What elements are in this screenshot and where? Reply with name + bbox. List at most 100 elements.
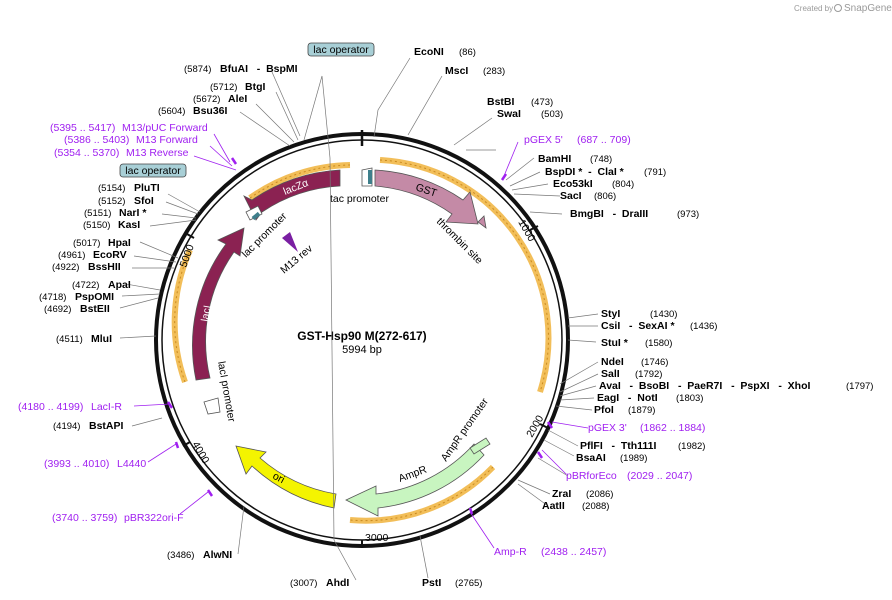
site-pos: (3486) — [167, 550, 194, 561]
site-csii-sexai[interactable]: CsiI - SexAI * (1436) — [601, 320, 717, 332]
site-pfoi[interactable]: PfoI (1879) — [594, 404, 655, 416]
site-bstbi[interactable]: BstBI (473) — [487, 96, 553, 108]
site-pflfi-tth111i[interactable]: PflFI - Tth111I (1982) — [580, 440, 705, 452]
site-saci[interactable]: SacI (806) — [560, 190, 616, 202]
site-psti[interactable]: PstI (2765) — [422, 577, 482, 589]
primer-name: pBR322ori-F — [124, 512, 184, 524]
primer-range: (5354 .. 5370) — [54, 147, 119, 159]
site-bfuai-bspmi[interactable]: (5874) BfuAI - BspMI — [184, 63, 298, 75]
laci-promoter-label: lacI promoter — [215, 360, 238, 423]
site-alei[interactable]: (5672) AleI — [193, 93, 247, 105]
orf-gst-highlight — [379, 157, 552, 393]
site-btgi[interactable]: (5712) BtgI — [210, 81, 265, 93]
site-sali[interactable]: SalI (1792) — [601, 368, 662, 380]
lac-operator-mark — [251, 211, 261, 221]
site-name: AlwNI — [203, 549, 232, 561]
site-pos: (5152) — [98, 196, 125, 207]
primer-pbr322ori-f[interactable]: (3740 .. 3759) pBR322ori-F — [52, 512, 184, 524]
site-pos: (804) — [612, 179, 634, 190]
site-bsaai[interactable]: BsaAI (1989) — [576, 452, 647, 464]
feature-gst[interactable] — [374, 169, 479, 225]
primer-laci-r[interactable]: (4180 .. 4199) LacI-R — [18, 401, 122, 413]
site-econi[interactable]: EcoNI (86) — [414, 46, 476, 58]
site-bamhi[interactable]: BamHI (748) — [538, 153, 612, 165]
site-pos: (5151) — [84, 208, 111, 219]
site-eagi-noti[interactable]: EagI - NotI (1803) — [597, 392, 703, 404]
site-ahdi[interactable]: (3007) AhdI — [290, 577, 349, 589]
site-bsshii[interactable]: (4922) BssHII — [52, 261, 121, 273]
site-pos: (1803) — [676, 393, 703, 404]
feature-ampr[interactable] — [345, 443, 485, 517]
site-hpai[interactable]: (5017) HpaI — [73, 237, 131, 249]
primer-m13-reverse[interactable]: (5354 .. 5370) M13 Reverse — [54, 147, 189, 159]
site-pos: (86) — [459, 47, 476, 58]
site-mlui[interactable]: (4511) MluI — [56, 333, 112, 345]
site-bspdi-clai[interactable]: BspDI * - ClaI * (791) — [545, 166, 666, 178]
site-pos: (5672) — [193, 94, 220, 105]
site-name: BmgBI - DraIII — [570, 208, 648, 220]
tick-marks — [182, 225, 549, 548]
site-bstapi[interactable]: (4194) BstAPI — [53, 420, 124, 432]
site-bsu36i[interactable]: (5604) Bsu36I — [158, 105, 228, 117]
tick-label-3000: 3000 — [365, 532, 389, 544]
primer-amp-r[interactable]: Amp-R (2438 .. 2457) — [494, 546, 606, 558]
site-kasi[interactable]: (5150) KasI — [83, 219, 140, 231]
site-name: EagI - NotI — [597, 392, 658, 404]
orf-highlights-inner — [174, 159, 549, 522]
operator-box-left[interactable]: lac operator — [119, 163, 187, 178]
primer-l4440[interactable]: (3993 .. 4010) L4440 — [44, 458, 146, 470]
site-sfoi[interactable]: (5152) SfoI — [98, 195, 154, 207]
site-name: HpaI — [108, 237, 131, 249]
site-pos: (2086) — [586, 489, 613, 500]
primer-m13-puc-forward[interactable]: (5395 .. 5417) M13/pUC Forward — [50, 122, 208, 134]
site-name: MscI — [445, 65, 468, 77]
primer-name: M13 Reverse — [126, 147, 189, 159]
site-eco53ki[interactable]: Eco53kI (804) — [553, 178, 634, 190]
site-ndei[interactable]: NdeI (1746) — [601, 356, 668, 368]
site-name: BamHI — [538, 153, 571, 165]
primer-pgex3[interactable]: pGEX 3' (1862 .. 1884) — [588, 422, 705, 434]
m13-rev-label: M13 rev — [278, 242, 315, 276]
site-aatii[interactable]: AatII (2088) — [542, 500, 609, 512]
primer-name: L4440 — [117, 458, 146, 470]
site-pos: (1797) — [846, 381, 873, 392]
site-name: PspOMI — [75, 291, 114, 303]
site-apai[interactable]: (4722) ApaI — [72, 279, 131, 291]
ampr-promoter-arrow — [469, 437, 491, 455]
site-stui[interactable]: StuI * (1580) — [601, 337, 672, 349]
operator-box-top[interactable]: lac operator — [307, 42, 375, 57]
site-pos: (1879) — [628, 405, 655, 416]
site-name: PflFI - Tth111I — [580, 440, 657, 452]
site-pspomi[interactable]: (4718) PspOMI — [39, 291, 114, 303]
site-name: PstI — [422, 577, 441, 589]
lac-promoter-label: lac promoter — [240, 210, 290, 260]
site-alwni[interactable]: (3486) AlwNI — [167, 549, 232, 561]
site-styi[interactable]: StyI (1430) — [601, 308, 677, 320]
primer-m13-forward[interactable]: (5386 .. 5403) M13 Forward — [64, 134, 198, 146]
site-name: AvaI - BsoBI - PaeR7I - PspXI - XhoI — [599, 380, 810, 392]
site-pos: (503) — [541, 109, 563, 120]
site-name: Eco53kI — [553, 178, 593, 190]
site-name: EcoRV — [93, 249, 127, 261]
site-name: AleI — [228, 93, 247, 105]
primer-pbrforeco[interactable]: pBRforEco (2029 .. 2047) — [566, 470, 692, 482]
site-pos: (806) — [594, 191, 616, 202]
site-bmgbi-draiii[interactable]: BmgBI - DraIII (973) — [570, 208, 699, 220]
feature-lacza[interactable] — [243, 169, 341, 221]
feature-ori[interactable] — [235, 445, 337, 509]
site-nari[interactable]: (5151) NarI * — [84, 207, 147, 219]
site-msci[interactable]: MscI (283) — [445, 65, 505, 77]
site-zrai[interactable]: ZraI (2086) — [552, 488, 613, 500]
site-pluti[interactable]: (5154) PluTI — [98, 182, 160, 194]
primer-name: pGEX 3' — [588, 422, 627, 434]
site-bsteii[interactable]: (4692) BstEII — [44, 303, 110, 315]
site-swai[interactable]: SwaI (503) — [497, 108, 563, 120]
operator-left-label: lac operator — [125, 165, 181, 177]
site-avai-xhoi[interactable]: AvaI - BsoBI - PaeR7I - PspXI - XhoI (17… — [599, 380, 873, 392]
feature-laci[interactable] — [192, 227, 245, 381]
primer-pgex5[interactable]: pGEX 5' (687 .. 709) — [524, 134, 631, 146]
site-ecorv[interactable]: (4961) EcoRV — [58, 249, 127, 261]
site-pos: (1792) — [635, 369, 662, 380]
watermark-brand: SnapGene — [844, 3, 892, 14]
site-pos: (283) — [483, 66, 505, 77]
